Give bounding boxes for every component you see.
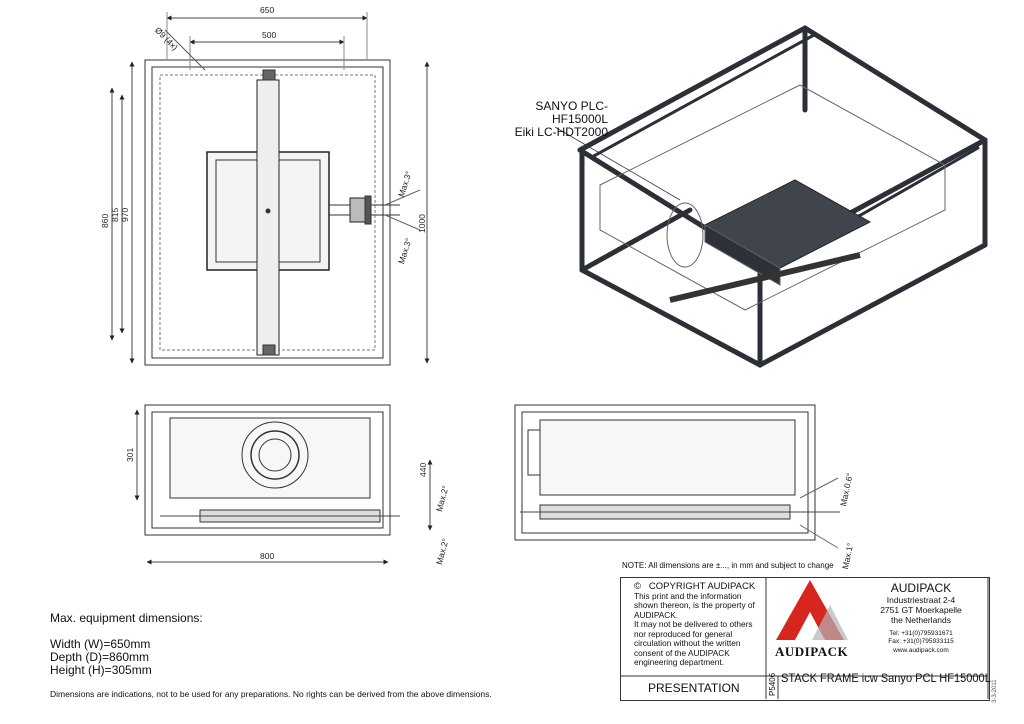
- isometric-projector: [554, 84, 946, 311]
- max-dims-title: Max. equipment dimensions:: [50, 611, 203, 625]
- copyright-line: engineering department.: [634, 657, 724, 667]
- max-dims-block: Max. equipment dimensions: Width (W)=650…: [50, 612, 203, 677]
- fax: Fax: +31(0)795933115: [888, 638, 954, 645]
- copyright-symbol: ©: [634, 581, 641, 592]
- side-view: [514, 404, 840, 549]
- dim-800: 800: [260, 551, 275, 561]
- dim-860: 860: [100, 213, 110, 228]
- drawing-number: P5406: [768, 672, 777, 696]
- dim-650: 650: [260, 5, 275, 15]
- iso-callout-line1: SANYO PLC-HF15000L: [535, 99, 608, 126]
- dim-500: 500: [262, 30, 277, 40]
- copyright-line: shown thereon, is the property of: [634, 600, 755, 610]
- drawing-date: 3-3-2011: [992, 679, 998, 703]
- dim-301: 301: [125, 447, 135, 462]
- tel: Tel: +31(0)795931671: [889, 630, 953, 637]
- copyright-line: This print and the information: [634, 590, 742, 601]
- dim-970: 970: [120, 207, 130, 222]
- max-width: Width (W)=650mm: [50, 637, 151, 651]
- copyright-block: © COPYRIGHT AUDIPACK This print and the …: [634, 582, 764, 668]
- max-depth: Depth (D)=860mm: [50, 650, 150, 664]
- copyright-line: AUDIPACK.: [634, 609, 679, 620]
- address-line: 2751 GT Moerkapelle: [880, 605, 962, 615]
- dimension-note: NOTE: All dimensions are ±..., in mm and…: [622, 561, 834, 570]
- logo-text: AUDIPACK: [775, 644, 849, 659]
- title-block: [620, 577, 990, 701]
- company-name: AUDIPACK: [890, 581, 952, 595]
- dim-1000: 1000: [417, 214, 427, 233]
- front-view: [134, 404, 433, 565]
- copyright-title: COPYRIGHT AUDIPACK: [648, 581, 756, 592]
- audipack-logo-mark: [776, 580, 848, 640]
- status-label: PRESENTATION: [648, 681, 740, 695]
- website: www.audipack.com: [893, 647, 949, 654]
- copyright-line: circulation without the written: [634, 638, 741, 648]
- iso-callout: SANYO PLC-HF15000L Eiki LC-HDT2000: [483, 100, 608, 139]
- max-height: Height (H)=305mm: [50, 663, 152, 677]
- company-block: AUDIPACK Industriestraat 2-4 2751 GT Moe…: [860, 581, 982, 656]
- copyright-line: It may not be delivered to others: [634, 619, 753, 629]
- address-line: Industriestraat 2-4: [886, 595, 956, 605]
- drawing-title: STACK FRAME icw Sanyo PCL HF15000L: [781, 671, 991, 685]
- dim-815: 815: [110, 207, 120, 222]
- title-block-lines: [620, 577, 989, 699]
- dim-440: 440: [418, 462, 428, 477]
- address-line: the Netherlands: [890, 615, 951, 625]
- top-view: [109, 12, 430, 366]
- iso-callout-line2: Eiki LC-HDT2000: [514, 125, 608, 139]
- disclaimer: Dimensions are indications, not to be us…: [50, 689, 492, 699]
- copyright-line: consent of the AUDIPACK: [634, 647, 730, 658]
- copyright-line: nor reproduced for general: [634, 628, 733, 639]
